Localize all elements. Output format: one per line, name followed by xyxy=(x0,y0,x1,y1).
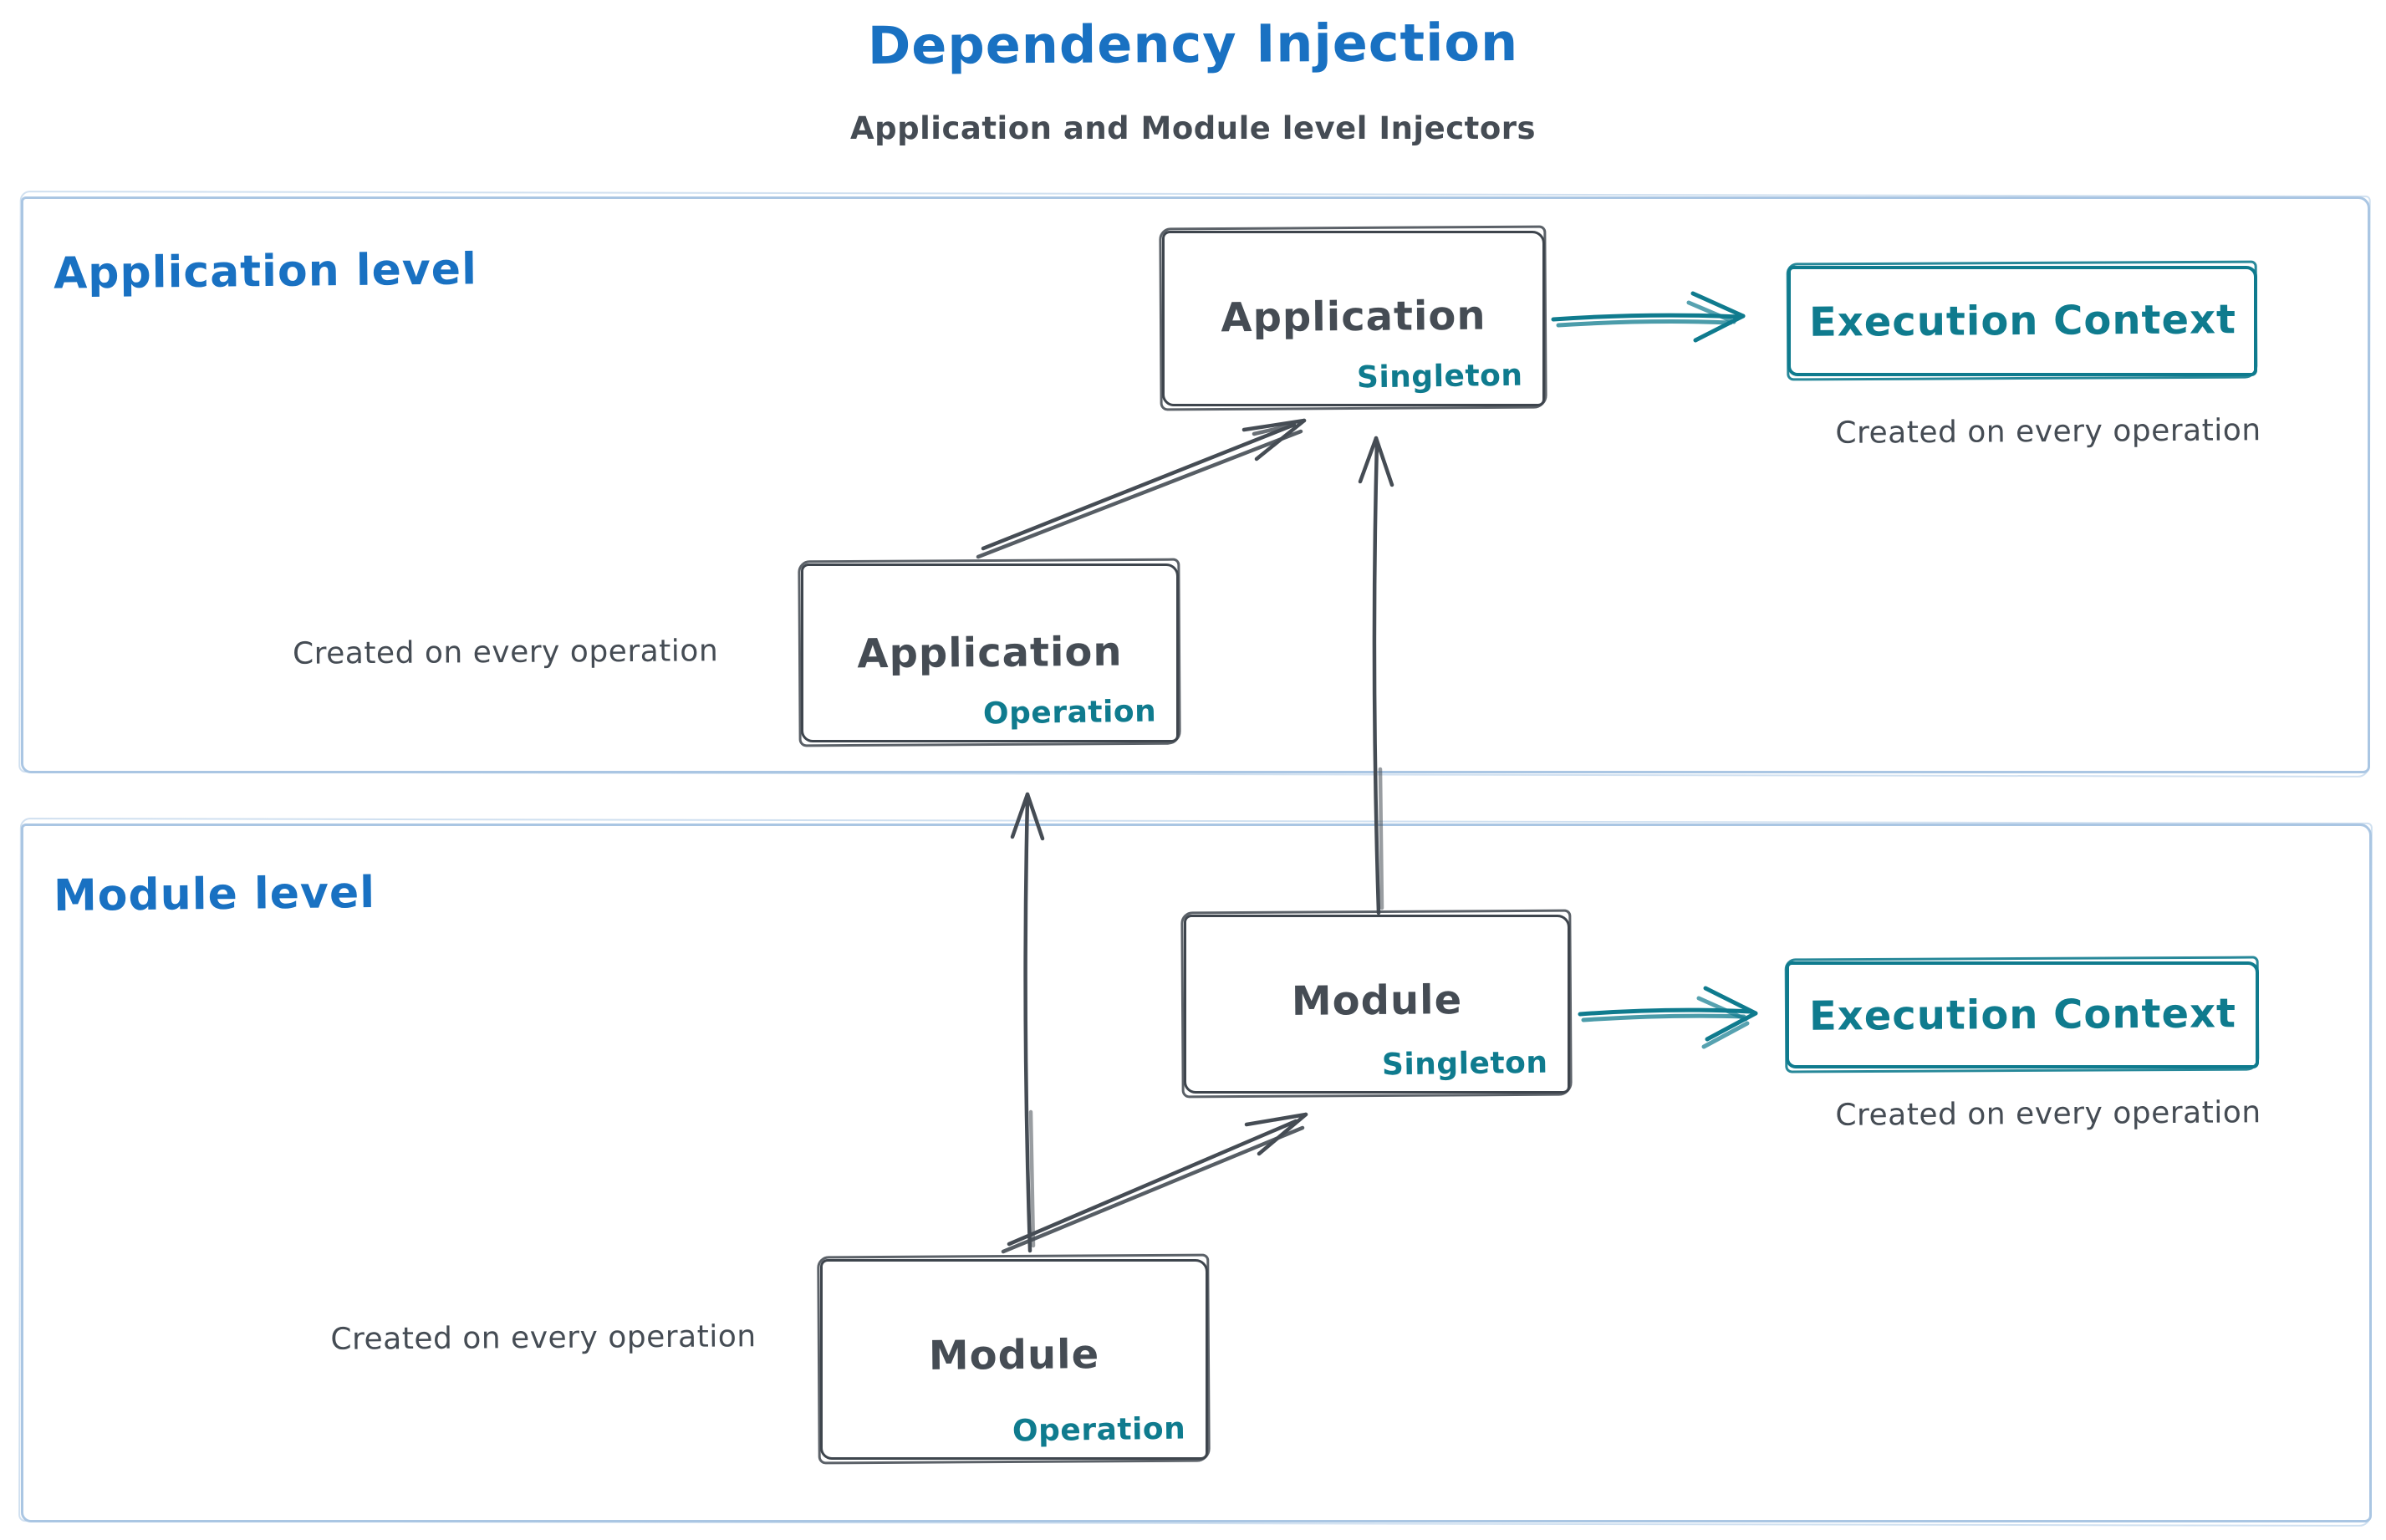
module-singleton-title: Module xyxy=(1291,977,1463,1025)
application-operation-title: Application xyxy=(857,628,1123,678)
application-execution-context-box[interactable]: Execution Context xyxy=(1787,266,2257,376)
application-level-frame[interactable] xyxy=(21,196,2370,773)
application-singleton-box[interactable]: Application Singleton xyxy=(1162,231,1545,406)
application-operation-caption: Created on every operation xyxy=(292,634,719,671)
diagram-subtitle: Application and Module level Injectors xyxy=(849,110,1537,146)
module-singleton-badge: Singleton xyxy=(1381,1045,1548,1083)
module-operation-caption: Created on every operation xyxy=(330,1319,757,1357)
diagram-title: Dependency Injection xyxy=(867,11,1519,77)
application-execution-context-caption: Created on every operation xyxy=(1835,413,2261,451)
module-operation-title: Module xyxy=(928,1331,1100,1379)
module-singleton-box[interactable]: Module Singleton xyxy=(1184,915,1570,1094)
module-operation-box[interactable]: Module Operation xyxy=(820,1259,1208,1460)
module-operation-badge: Operation xyxy=(1012,1411,1186,1449)
application-execution-context-label: Execution Context xyxy=(1808,296,2236,346)
application-level-label: Application level xyxy=(53,244,478,299)
module-execution-context-label: Execution Context xyxy=(1808,990,2236,1040)
module-execution-context-caption: Created on every operation xyxy=(1835,1095,2261,1133)
application-singleton-badge: Singleton xyxy=(1356,358,1523,395)
application-singleton-title: Application xyxy=(1221,292,1486,342)
application-operation-box[interactable]: Application Operation xyxy=(801,563,1179,742)
module-level-frame[interactable] xyxy=(21,824,2372,1522)
module-execution-context-box[interactable]: Execution Context xyxy=(1786,961,2259,1068)
module-level-label: Module level xyxy=(53,867,376,922)
application-operation-badge: Operation xyxy=(982,694,1157,732)
